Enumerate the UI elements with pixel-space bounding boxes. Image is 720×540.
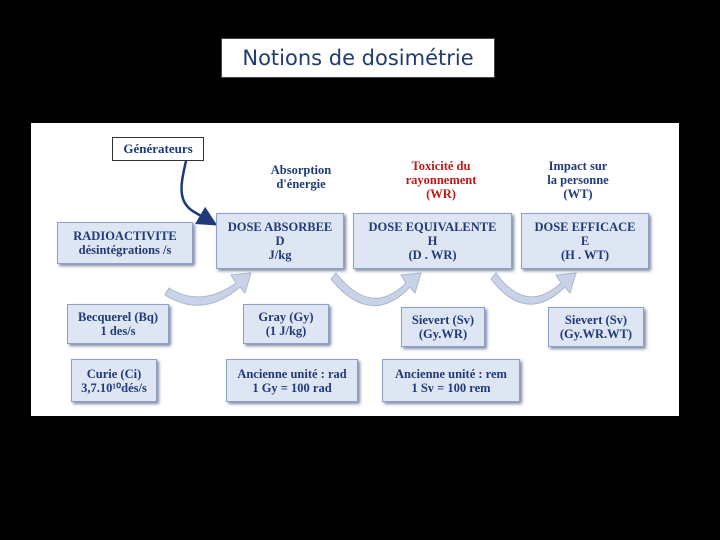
becquerel-box: Becquerel (Bq)1 des/s xyxy=(67,304,169,344)
curie-box: Curie (Ci)3,7.10¹⁰dés/s xyxy=(71,359,157,402)
generators-box: Générateurs xyxy=(112,137,204,161)
sievert-box-2: Sievert (Sv)(Gy.WR.WT) xyxy=(548,307,644,347)
curved-arrow-1 xyxy=(164,272,252,306)
curved-arrow-3 xyxy=(490,272,577,305)
arrows-layer xyxy=(164,160,577,307)
curved-arrow-2 xyxy=(330,272,422,307)
sievert-box-1: Sievert (Sv)(Gy.WR) xyxy=(401,307,485,347)
slide-title: Notions de dosimétrie xyxy=(221,38,495,78)
generator-arrow xyxy=(180,160,218,226)
gray-box: Gray (Gy)(1 J/kg) xyxy=(243,304,329,344)
